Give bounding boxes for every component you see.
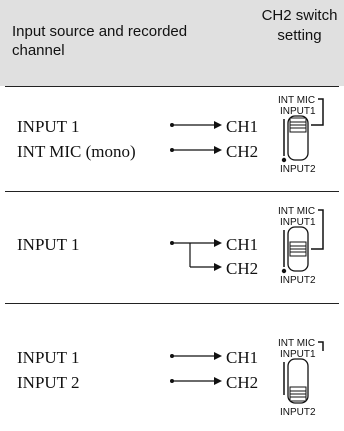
channel-label: CH1 xyxy=(226,235,259,254)
input-label: INT MIC (mono) xyxy=(17,142,136,161)
switch-label-int-mic: INT MIC xyxy=(278,95,315,106)
input-label: INPUT 1 xyxy=(17,117,80,136)
ch2-switch-diagram: INT MIC INPUT1 INPUT2 xyxy=(278,95,324,174)
table-row: INPUT 1 INT MIC (mono) CH1 CH2 INT MIC I… xyxy=(0,86,344,191)
table-header: Input source and recorded channel CH2 sw… xyxy=(0,0,344,86)
channel-label: CH1 xyxy=(226,348,259,367)
divider xyxy=(5,86,339,87)
channel-label: CH2 xyxy=(226,142,259,161)
input-label: INPUT 1 xyxy=(17,348,80,367)
source-column-header: Input source and recorded channel xyxy=(12,23,188,59)
switch-label-input2: INPUT2 xyxy=(280,164,316,174)
switch-label-input1: INPUT1 xyxy=(280,349,316,360)
routing-arrows xyxy=(170,121,222,154)
input-label: INPUT 2 xyxy=(17,373,80,392)
switch-label-input1: INPUT1 xyxy=(280,106,316,117)
switch-label-input2: INPUT2 xyxy=(280,407,316,417)
table-row: INPUT 1 CH1 CH2 INT MIC INPUT1 INPUT2 xyxy=(0,191,344,303)
ch2-switch-diagram: INT MIC INPUT1 INPUT2 xyxy=(278,338,324,417)
divider xyxy=(5,303,339,304)
switch-label-input1: INPUT1 xyxy=(280,217,316,228)
routing-arrows xyxy=(170,352,222,385)
switch-label-int-mic: INT MIC xyxy=(278,206,315,217)
switch-column-header: CH2 switch setting xyxy=(261,7,338,44)
routing-arrows xyxy=(170,239,222,271)
channel-label: CH2 xyxy=(226,373,259,392)
ch2-switch-diagram: INT MIC INPUT1 INPUT2 xyxy=(278,206,324,285)
switch-label-int-mic: INT MIC xyxy=(278,338,315,349)
table-row: INPUT 1 INPUT 2 CH1 CH2 INT MIC INPUT1 I… xyxy=(0,303,344,431)
channel-label: CH1 xyxy=(226,117,259,136)
switch-label-input2: INPUT2 xyxy=(280,275,316,285)
input-label: INPUT 1 xyxy=(17,235,80,254)
channel-label: CH2 xyxy=(226,259,259,278)
divider xyxy=(5,191,339,192)
